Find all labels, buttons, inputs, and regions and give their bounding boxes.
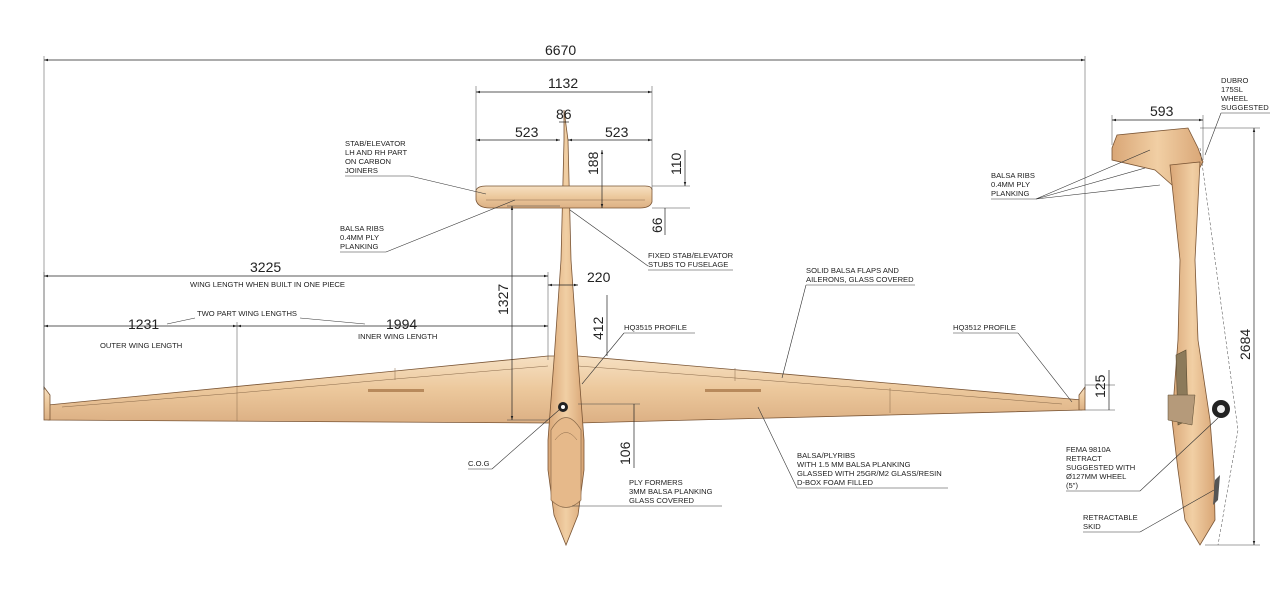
svg-text:RETRACT: RETRACT xyxy=(1066,454,1102,463)
dim-stab-root-chord: 188 xyxy=(585,151,601,175)
svg-text:(5"): (5") xyxy=(1066,481,1078,490)
dim-stab-half-right: 523 xyxy=(605,124,629,140)
svg-text:HQ3515 PROFILE: HQ3515 PROFILE xyxy=(624,323,687,332)
svg-text:BALSA RIBS: BALSA RIBS xyxy=(991,171,1035,180)
dim-stab-offset: 66 xyxy=(649,217,665,233)
svg-text:0.4MM PLY: 0.4MM PLY xyxy=(991,180,1030,189)
note-balsa-plyribs: BALSA/PLYRIBS WITH 1.5 MM BALSA PLANKING… xyxy=(757,406,948,489)
note-hq3512: HQ3512 PROFILE xyxy=(953,323,1073,403)
svg-text:TWO PART WING LENGTHS: TWO PART WING LENGTHS xyxy=(197,309,297,318)
svg-text:FEMA 9810A: FEMA 9810A xyxy=(1066,445,1112,454)
note-balsa-ribs-side: BALSA RIBS 0.4MM PLY PLANKING xyxy=(991,149,1161,200)
dim-wing-one-piece: 3225 xyxy=(250,259,281,275)
note-wing-one-piece: WING LENGTH WHEN BUILT IN ONE PIECE xyxy=(190,280,345,289)
svg-text:RETRACTABLE: RETRACTABLE xyxy=(1083,513,1138,522)
dim-wing-chord: 412 xyxy=(590,316,606,340)
svg-text:WITH 1.5 MM BALSA PLANKING: WITH 1.5 MM BALSA PLANKING xyxy=(797,460,911,469)
svg-text:STUBS TO FUSELAGE: STUBS TO FUSELAGE xyxy=(648,260,728,269)
note-hq3515: HQ3515 PROFILE xyxy=(581,323,695,385)
note-fema: FEMA 9810A RETRACT SUGGESTED WITH Ø127MM… xyxy=(1066,417,1219,492)
svg-text:HQ3512 PROFILE: HQ3512 PROFILE xyxy=(953,323,1016,332)
svg-text:DUBRO: DUBRO xyxy=(1221,76,1249,85)
dim-outer-wing: 1231 xyxy=(128,316,159,332)
note-two-part: TWO PART WING LENGTHS xyxy=(166,309,366,325)
svg-text:Ø127MM WHEEL: Ø127MM WHEEL xyxy=(1066,472,1126,481)
dim-nose-to-wing: 1327 xyxy=(495,284,511,315)
dim-cog-offset: 106 xyxy=(617,441,633,465)
svg-text:WHEEL: WHEEL xyxy=(1221,94,1248,103)
note-dubro: DUBRO 175SL WHEEL SUGGESTED xyxy=(1204,76,1270,156)
svg-text:175SL: 175SL xyxy=(1221,85,1243,94)
dim-stab-span: 1132 xyxy=(548,75,578,91)
top-view xyxy=(43,109,1086,547)
svg-text:PLANKING: PLANKING xyxy=(340,242,378,251)
dim-tip-chord: 125 xyxy=(1092,374,1108,398)
svg-text:ON CARBON: ON CARBON xyxy=(345,157,391,166)
svg-text:LH AND RH PART: LH AND RH PART xyxy=(345,148,408,157)
stabilizer xyxy=(475,185,653,209)
svg-text:BALSA/PLYRIBS: BALSA/PLYRIBS xyxy=(797,451,855,460)
dim-fin-width: 86 xyxy=(556,106,572,122)
note-cog: C.O.G xyxy=(468,409,560,470)
note-stab-elevator: STAB/ELEVATOR LH AND RH PART ON CARBON J… xyxy=(345,139,487,195)
left-wingtip xyxy=(43,385,51,421)
svg-text:STAB/ELEVATOR: STAB/ELEVATOR xyxy=(345,139,406,148)
svg-text:SUGGESTED WITH: SUGGESTED WITH xyxy=(1066,463,1135,472)
note-balsa-ribs-top: BALSA RIBS 0.4MM PLY PLANKING xyxy=(340,199,516,253)
dim-wing-root-chord: 220 xyxy=(587,269,611,285)
side-view xyxy=(1111,127,1239,546)
note-fixed-stab: FIXED STAB/ELEVATOR STUBS TO FUSELAGE xyxy=(569,209,734,271)
svg-text:3MM BALSA PLANKING: 3MM BALSA PLANKING xyxy=(629,487,713,496)
note-solid-balsa: SOLID BALSA FLAPS AND AILERONS, GLASS CO… xyxy=(781,266,915,379)
dim-inner-wing: 1994 xyxy=(386,316,417,332)
svg-text:JOINERS: JOINERS xyxy=(345,166,378,175)
svg-text:GLASSED WITH 25GR/M2 GLASS/RES: GLASSED WITH 25GR/M2 GLASS/RESIN xyxy=(797,469,942,478)
svg-text:0.4MM PLY: 0.4MM PLY xyxy=(340,233,379,242)
note-inner-wing: INNER WING LENGTH xyxy=(358,332,437,341)
svg-text:SKID: SKID xyxy=(1083,522,1101,531)
svg-text:D-BOX FOAM FILLED: D-BOX FOAM FILLED xyxy=(797,478,873,487)
fuselage-side xyxy=(1169,161,1216,546)
svg-text:FIXED STAB/ELEVATOR: FIXED STAB/ELEVATOR xyxy=(648,251,734,260)
dim-overall-span: 6670 xyxy=(545,42,576,58)
note-ply-formers: PLY FORMERS 3MM BALSA PLANKING GLASS COV… xyxy=(572,478,722,507)
svg-text:AILERONS, GLASS COVERED: AILERONS, GLASS COVERED xyxy=(806,275,914,284)
dim-stab-tip-chord: 110 xyxy=(668,152,684,175)
dim-side-length: 2684 xyxy=(1237,329,1253,360)
svg-text:BALSA RIBS: BALSA RIBS xyxy=(340,224,384,233)
dim-stab-half-left: 523 xyxy=(515,124,539,140)
svg-text:GLASS COVERED: GLASS COVERED xyxy=(629,496,695,505)
svg-text:PLANKING: PLANKING xyxy=(991,189,1029,198)
note-skid: RETRACTABLE SKID xyxy=(1083,489,1215,533)
right-wingtip xyxy=(1078,385,1086,411)
svg-text:SOLID BALSA FLAPS AND: SOLID BALSA FLAPS AND xyxy=(806,266,899,275)
svg-text:SUGGESTED: SUGGESTED xyxy=(1221,103,1269,112)
canopy xyxy=(550,417,582,508)
svg-text:PLY FORMERS: PLY FORMERS xyxy=(629,478,683,487)
svg-text:C.O.G: C.O.G xyxy=(468,459,490,468)
dim-side-tail-chord: 593 xyxy=(1150,103,1174,119)
note-outer-wing: OUTER WING LENGTH xyxy=(100,341,182,350)
